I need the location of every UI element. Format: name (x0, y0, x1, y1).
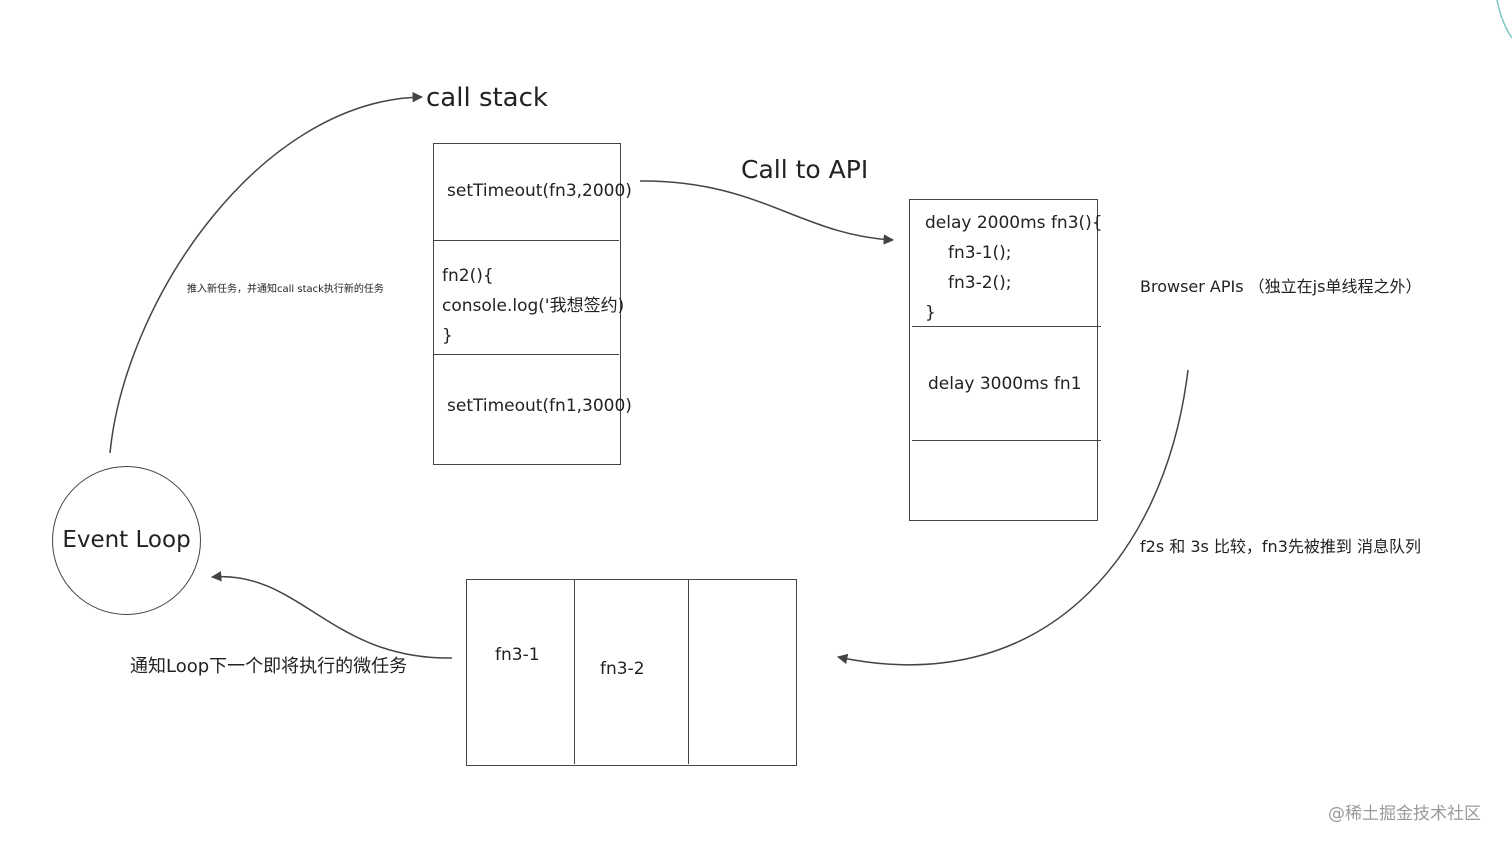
arrow-event-loop-to-call-stack (109, 91, 424, 454)
api-divider (912, 440, 1101, 441)
event-loop-circle: Event Loop (52, 466, 201, 615)
api-divider (912, 326, 1101, 327)
browser-apis-box: delay 2000ms fn3(){ fn3-1(); fn3-2(); } … (909, 199, 1103, 521)
browser-apis-label: Browser APIs （独立在js单线程之外） (1140, 277, 1422, 296)
call-stack-item: setTimeout(fn1,3000) (434, 355, 632, 463)
queue-item-text: fn3-1 (495, 645, 540, 665)
queue-divider (574, 580, 575, 764)
api-item: delay 2000ms fn3(){ fn3-1(); fn3-2(); } (910, 200, 1103, 326)
api-item-text: fn3-1(); (948, 243, 1012, 263)
arrow-queue-to-event-loop (210, 571, 453, 659)
api-item-text: } (925, 303, 936, 323)
call-stack-item-text: } (442, 326, 453, 346)
call-stack-item-text: setTimeout(fn3,2000) (447, 181, 632, 201)
api-item-empty (910, 441, 1096, 519)
api-item-text: delay 2000ms fn3(){ (925, 213, 1103, 233)
arrow-api-to-queue (836, 369, 1189, 666)
call-to-api-label: Call to API (741, 155, 869, 184)
decorative-curve (1496, 0, 1512, 39)
queue-item: fn3-1 (467, 580, 575, 764)
push-task-label: 推入新任务，并通知call stack执行新的任务 (187, 284, 384, 295)
call-stack-divider (434, 354, 619, 355)
api-item-text: fn3-2(); (948, 273, 1012, 293)
watermark: @稀土掘金技术社区 (1328, 804, 1481, 824)
event-loop-label: Event Loop (62, 527, 191, 553)
call-stack-item-text: setTimeout(fn1,3000) (447, 396, 632, 416)
queue-divider (688, 580, 689, 764)
queue-item-empty (690, 580, 795, 764)
notify-loop-label: 通知Loop下一个即将执行的微任务 (130, 656, 408, 677)
arrow-call-stack-to-api (639, 180, 895, 245)
call-stack-title: call stack (426, 83, 548, 113)
call-stack-item-text: fn2(){ (442, 266, 494, 286)
call-stack-item: fn2(){ console.log('我想签约) } (434, 241, 624, 354)
api-item: delay 3000ms fn1 (910, 327, 1096, 440)
call-stack-item-text: console.log('我想签约) (442, 296, 625, 316)
call-stack-divider (434, 240, 619, 241)
call-stack-item: setTimeout(fn3,2000) (434, 144, 632, 240)
queue-item: fn3-2 (576, 580, 689, 764)
queue-item-text: fn3-2 (600, 659, 645, 679)
compare-label: f2s 和 3s 比较，fn3先被推到 消息队列 (1140, 537, 1421, 556)
call-stack-box: setTimeout(fn3,2000) fn2(){ console.log(… (433, 143, 632, 465)
message-queue-box: fn3-1 fn3-2 (466, 579, 797, 766)
api-item-text: delay 3000ms fn1 (928, 374, 1082, 394)
